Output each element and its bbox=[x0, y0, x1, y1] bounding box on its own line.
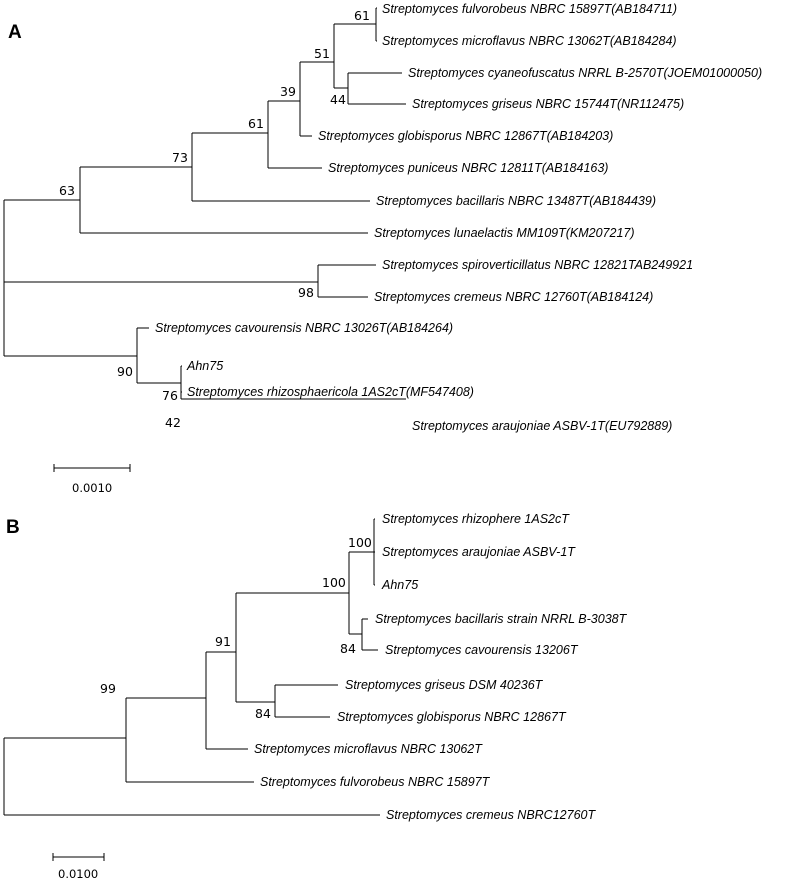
bootstrap-value: 76 bbox=[162, 388, 178, 403]
taxon-label: Streptomyces cremeus NBRC 12760T(AB18412… bbox=[374, 290, 653, 304]
bootstrap-value: 61 bbox=[248, 116, 264, 131]
taxon-label: Streptomyces globisporus NBRC 12867T bbox=[337, 710, 567, 724]
scale-bar-label: 0.0100 bbox=[58, 867, 98, 881]
taxon-label: Streptomyces griseus NBRC 15744T(NR11247… bbox=[412, 97, 684, 111]
bootstrap-value: 61 bbox=[354, 8, 370, 23]
bootstrap-value: 42 bbox=[165, 415, 181, 430]
taxon-label: Streptomyces fulvorobeus NBRC 15897T(AB1… bbox=[382, 2, 677, 16]
taxon-label: Ahn75 bbox=[186, 359, 223, 373]
bootstrap-value: 84 bbox=[255, 706, 271, 721]
taxon-label: Streptomyces rhizophere 1AS2cT bbox=[382, 512, 570, 526]
bootstrap-value: 63 bbox=[59, 183, 75, 198]
taxon-label: Streptomyces rhizosphaericola 1AS2cT(MF5… bbox=[187, 385, 474, 399]
panel-b-label: B bbox=[6, 517, 20, 538]
panel-a: A bbox=[3, 2, 762, 495]
bootstrap-value: 44 bbox=[330, 92, 346, 107]
bootstrap-value: 100 bbox=[348, 535, 372, 550]
bootstrap-value: 84 bbox=[340, 641, 356, 656]
taxon-label: Streptomyces cyaneofuscatus NRRL B-2570T… bbox=[408, 66, 762, 80]
taxon-label: Streptomyces lunaelactis MM109T(KM207217… bbox=[374, 226, 635, 240]
taxon-label: Streptomyces griseus DSM 40236T bbox=[345, 678, 544, 692]
taxon-label: Streptomyces cavourensis NBRC 13026T(AB1… bbox=[155, 321, 453, 335]
taxon-label: Streptomyces cavourensis 13206T bbox=[385, 643, 579, 657]
taxon-label: Ahn75 bbox=[381, 578, 418, 592]
panel-b: B Streptomyces rh bbox=[3, 512, 628, 881]
taxon-label: Streptomyces araujoniae ASBV-1T bbox=[382, 545, 576, 559]
bootstrap-value: 99 bbox=[100, 681, 116, 696]
taxon-label: Streptomyces globisporus NBRC 12867T(AB1… bbox=[318, 129, 613, 143]
taxon-label: Streptomyces cremeus NBRC12760T bbox=[386, 808, 596, 822]
taxon-label: Streptomyces bacillaris NBRC 13487T(AB18… bbox=[376, 194, 656, 208]
taxon-label: Streptomyces puniceus NBRC 12811T(AB1841… bbox=[328, 161, 608, 175]
bootstrap-value: 39 bbox=[280, 84, 296, 99]
bootstrap-value: 98 bbox=[298, 285, 314, 300]
taxon-label: Streptomyces spiroverticillatus NBRC 128… bbox=[382, 258, 693, 272]
panel-a-label: A bbox=[8, 22, 22, 43]
scale-bar-a: 0.0010 bbox=[53, 464, 131, 495]
taxon-label: Streptomyces araujoniae ASBV-1T(EU792889… bbox=[412, 419, 672, 433]
taxon-label: Streptomyces microflavus NBRC 13062T(AB1… bbox=[382, 34, 677, 48]
bootstrap-value: 73 bbox=[172, 150, 188, 165]
bootstrap-value: 91 bbox=[215, 634, 231, 649]
bootstrap-value: 51 bbox=[314, 46, 330, 61]
taxon-label: Streptomyces bacillaris strain NRRL B-30… bbox=[375, 612, 628, 626]
scale-bar-b: 0.0100 bbox=[52, 853, 105, 881]
bootstrap-value: 90 bbox=[117, 364, 133, 379]
scale-bar-label: 0.0010 bbox=[72, 481, 112, 495]
taxon-label: Streptomyces fulvorobeus NBRC 15897T bbox=[260, 775, 491, 789]
taxon-label: Streptomyces microflavus NBRC 13062T bbox=[254, 742, 483, 756]
bootstrap-value: 100 bbox=[322, 575, 346, 590]
